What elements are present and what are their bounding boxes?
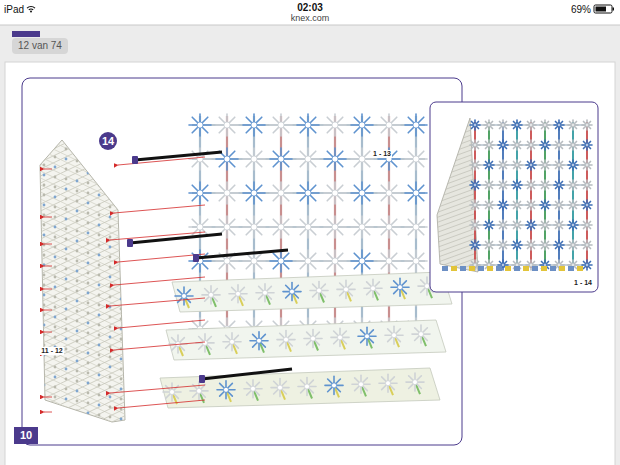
clock: 02:03 <box>297 2 323 14</box>
callout-number: 1 - 14 <box>573 279 593 287</box>
page-counter: 12 van 74 <box>12 38 68 54</box>
page-number: 10 <box>14 427 38 444</box>
url: knex.com <box>291 13 330 23</box>
device-name: iPad <box>4 4 24 16</box>
callout-number: 1 - 13 <box>372 150 392 158</box>
battery-level: 69% <box>571 4 591 16</box>
step-number: 14 <box>99 132 117 150</box>
callout-number: 11 - 12 <box>40 347 63 355</box>
